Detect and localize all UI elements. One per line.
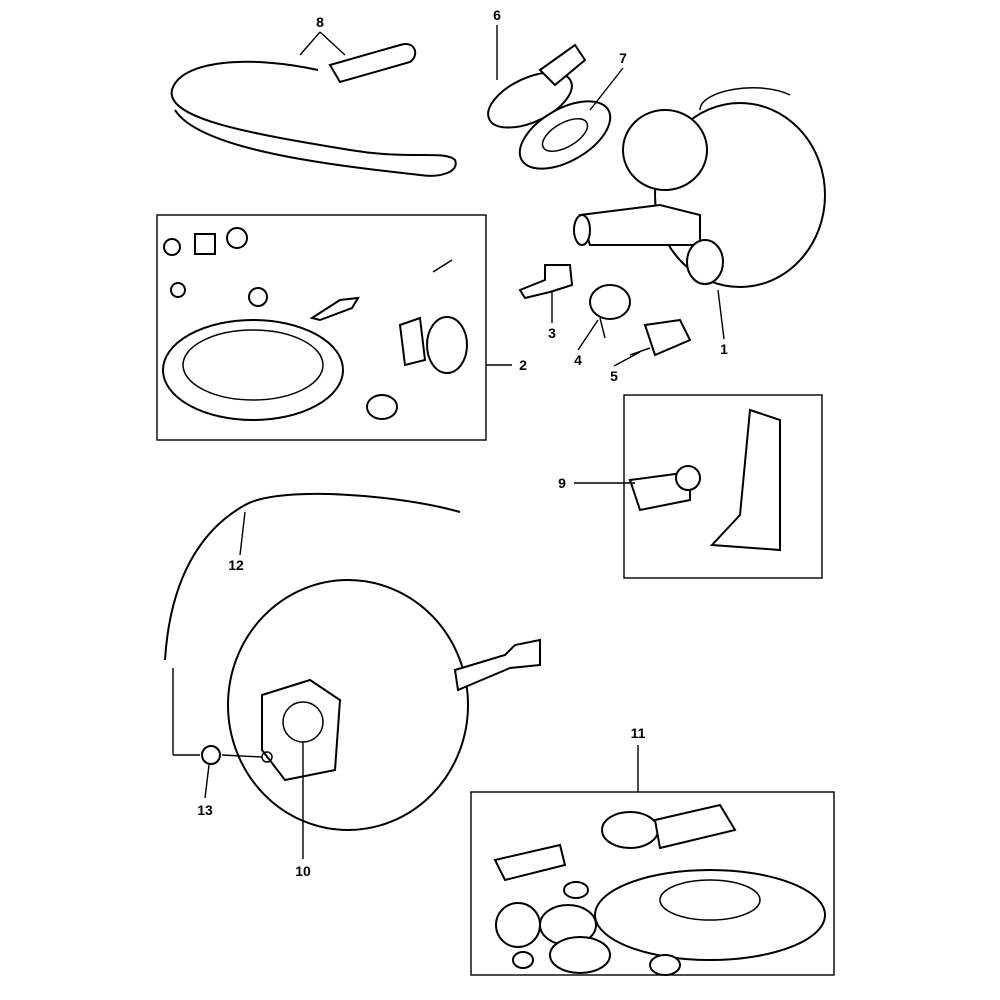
repair-kit-11-parts — [493, 803, 826, 976]
callout-9: 9 — [558, 475, 566, 491]
kit-box-9 — [623, 394, 823, 579]
kit-box-11 — [470, 791, 835, 976]
repair-kit-2-parts — [162, 227, 468, 421]
filter-5 — [629, 318, 692, 357]
leader-lines — [172, 25, 725, 859]
callout-8: 8 — [316, 14, 324, 30]
callout-2: 2 — [519, 357, 527, 373]
callout-13: 13 — [197, 802, 213, 818]
callout-1: 1 — [720, 341, 728, 357]
callout-6: 6 — [493, 7, 501, 23]
callout-5: 5 — [610, 368, 618, 384]
callout-3: 3 — [548, 325, 556, 341]
callout-7: 7 — [619, 50, 627, 66]
vacuum-line-12 — [164, 492, 461, 661]
gasket-7 — [518, 100, 612, 170]
vacuum-servo-1 — [573, 87, 826, 288]
callout-11: 11 — [630, 725, 646, 741]
union-4 — [589, 284, 631, 339]
bracket-9 — [628, 408, 781, 552]
vacuum-hose-8 — [170, 43, 457, 177]
adapter-3 — [518, 264, 574, 300]
callout-4: 4 — [574, 352, 582, 368]
callout-10: 10 — [295, 863, 311, 879]
callout-12: 12 — [228, 557, 244, 573]
kit-box-2 — [156, 214, 487, 441]
grommet-13 — [201, 745, 221, 765]
brake-booster-10 — [227, 579, 541, 831]
